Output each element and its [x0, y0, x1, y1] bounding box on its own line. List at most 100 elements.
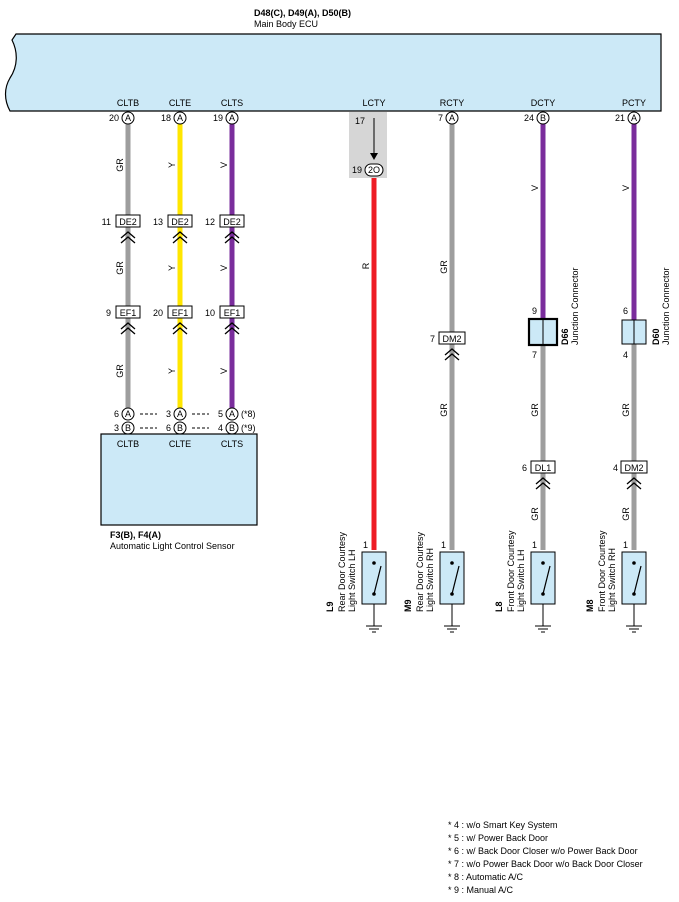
lcty-splice-connector: [364, 163, 384, 177]
sensor-label-cltb: CLTB: [117, 439, 139, 449]
footnote: * 5 : w/ Power Back Door: [448, 833, 548, 843]
sensor-id: F3(B), F4(A): [110, 530, 161, 540]
svg-text:Light Switch LH: Light Switch LH: [516, 549, 526, 612]
ecu-signal-pcty: PCTY: [622, 98, 646, 108]
cltb-seg1-color: GR: [115, 158, 125, 172]
sensor-pin-row-b: 3 B 6 B 4 B (*9): [114, 421, 256, 435]
clts-ef1-label: EF1: [224, 308, 241, 318]
cltb-de2-label: DE2: [119, 217, 137, 227]
clts-de2-connector: [219, 214, 245, 228]
dcty-jc-pin-bottom: 7: [532, 350, 537, 360]
clts-seg2-color: V: [219, 265, 229, 271]
svg-text:Light Switch LH: Light Switch LH: [347, 549, 357, 612]
svg-text:A: A: [631, 113, 637, 123]
cltb-seg2-color: GR: [115, 261, 125, 275]
ecu-pin-pcty: 21 A: [615, 111, 641, 125]
dcty-jc-pin-top: 9: [532, 306, 537, 316]
rcty-dm2-connector: [438, 331, 466, 345]
clte-seg1-color: Y: [167, 162, 177, 168]
svg-text:B: B: [540, 113, 546, 123]
switch-l9: 1 L9 Rear Door Courtesy Light Switch LH: [325, 531, 387, 633]
svg-text:6: 6: [114, 409, 119, 419]
lcty-splice-pin: 19: [352, 165, 362, 175]
ecu-signal-clte: CLTE: [169, 98, 191, 108]
svg-text:Front Door Courtesy: Front Door Courtesy: [597, 530, 607, 612]
svg-text:A: A: [177, 409, 183, 419]
cltb-ef1-label: EF1: [120, 308, 137, 318]
sensor-label-clts: CLTS: [221, 439, 243, 449]
clts-de2-pin: 12: [205, 217, 215, 227]
ecu-signal-rcty: RCTY: [440, 98, 465, 108]
svg-text:L8: L8: [494, 601, 504, 612]
clts-seg3-color: V: [219, 368, 229, 374]
svg-text:M9: M9: [403, 599, 413, 612]
lcty-splice-conn: 2O: [368, 165, 380, 175]
pcty-dm2-pin: 4: [613, 463, 618, 473]
svg-text:M8: M8: [585, 599, 595, 612]
pcty-dm2-connector: [620, 460, 648, 474]
pcty-jc-pin-top: 6: [623, 306, 628, 316]
m9-ground-icon: [443, 615, 461, 633]
svg-text:A: A: [449, 113, 455, 123]
svg-text:A: A: [177, 113, 183, 123]
svg-text:1: 1: [363, 540, 368, 550]
clte-de2-pin: 13: [153, 217, 163, 227]
dcty-dl1-connector: [530, 460, 556, 474]
svg-text:1: 1: [623, 540, 628, 550]
ecu-pin-rcty: 7 A: [438, 111, 459, 125]
ecu-title: D48(C), D49(A), D50(B): [254, 8, 351, 18]
footnote: * 9 : Manual A/C: [448, 885, 514, 895]
rcty-seg1-color: GR: [439, 260, 449, 274]
main-body-ecu-box: [4, 33, 662, 112]
clte-seg3-color: Y: [167, 368, 177, 374]
rcty-dm2-label: DM2: [442, 334, 461, 344]
light-control-sensor-box: [100, 433, 258, 526]
ecu-pin-dcty: 24 B: [524, 111, 550, 125]
clte-seg2-color: Y: [167, 265, 177, 271]
cltb-ef1-pin: 9: [106, 308, 111, 318]
svg-text:Light Switch RH: Light Switch RH: [607, 548, 617, 612]
svg-text:A: A: [229, 113, 235, 123]
sensor-name: Automatic Light Control Sensor: [110, 541, 235, 551]
svg-text:20: 20: [109, 113, 119, 123]
dcty-seg1-color: V: [530, 185, 540, 191]
dcty-jc-name: Junction Connector: [570, 267, 580, 345]
clts-seg1-color: V: [219, 162, 229, 168]
svg-text:B: B: [125, 423, 131, 433]
pcty-dm2-label: DM2: [624, 463, 643, 473]
clts-ef1-pin: 10: [205, 308, 215, 318]
dcty-seg2-color: GR: [530, 403, 540, 417]
dcty-jc-id: D66: [560, 328, 570, 345]
ecu-name: Main Body ECU: [254, 19, 318, 29]
svg-text:B: B: [177, 423, 183, 433]
clts-ef1-connector: [219, 305, 245, 319]
svg-text:18: 18: [161, 113, 171, 123]
svg-text:4: 4: [218, 423, 223, 433]
footnote: * 4 : w/o Smart Key System: [448, 820, 558, 830]
svg-text:5: 5: [218, 409, 223, 419]
lcty-splice-arrow: [370, 153, 378, 160]
svg-text:(*8): (*8): [241, 409, 256, 419]
pcty-jc-name: Junction Connector: [661, 267, 671, 345]
pcty-seg3-color: GR: [621, 507, 631, 521]
dcty-dl1-label: DL1: [535, 463, 552, 473]
switch-l8: 1 L8 Front Door Courtesy Light Switch LH: [494, 530, 556, 633]
svg-text:(*9): (*9): [241, 423, 256, 433]
footnote: * 7 : w/o Power Back Door w/o Back Door …: [448, 859, 643, 869]
pcty-jc-id: D60: [651, 328, 661, 345]
sensor-pin-row-a: 6 A 3 A 5 A (*8): [114, 407, 256, 421]
lcty-wire-color: R: [361, 262, 371, 269]
svg-text:A: A: [125, 409, 131, 419]
cltb-ef1-connector: [115, 305, 141, 319]
clte-ef1-pin: 20: [153, 308, 163, 318]
cltb-de2-connector: [115, 214, 141, 228]
svg-text:1: 1: [532, 540, 537, 550]
svg-text:19: 19: [213, 113, 223, 123]
ecu-pin-clte: 18 A: [161, 111, 187, 125]
svg-text:3: 3: [166, 409, 171, 419]
svg-text:6: 6: [166, 423, 171, 433]
footnote: * 8 : Automatic A/C: [448, 872, 524, 882]
footnote: * 6 : w/ Back Door Closer w/o Power Back…: [448, 846, 638, 856]
l9-ground-icon: [365, 615, 383, 633]
